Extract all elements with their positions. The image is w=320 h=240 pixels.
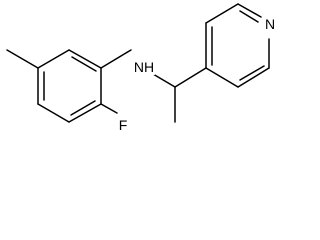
bond-nh-to-ch bbox=[152, 73, 176, 88]
atom-label-pyridine-n: N bbox=[263, 16, 277, 32]
bond-ring-a-double-2 bbox=[70, 100, 96, 116]
bond-ring-b-double-2 bbox=[239, 65, 265, 81]
bond-lines bbox=[6, 3, 270, 123]
bond-ring-to-nh bbox=[100, 49, 132, 69]
bond-ring-b-5 bbox=[205, 3, 239, 24]
molecule-structure: NH N F bbox=[6, 3, 277, 133]
bond-fluorine bbox=[100, 103, 118, 114]
atom-label-fluorine: F bbox=[117, 117, 129, 133]
atom-label-nh: NH bbox=[132, 59, 156, 75]
bond-ring-a-6 bbox=[37, 49, 70, 69]
bond-ch-to-pyridine bbox=[174, 67, 207, 88]
bond-ring-a-4 bbox=[37, 103, 70, 123]
bond-ring-b-2 bbox=[237, 67, 270, 88]
bond-ring-a-double-1 bbox=[71, 56, 97, 72]
bond-ring-b-1 bbox=[205, 67, 239, 88]
bond-ring-b-4 bbox=[237, 3, 262, 18]
bond-ring-a-1 bbox=[68, 49, 102, 69]
bond-ring-b-double-3 bbox=[239, 10, 259, 23]
bond-methyl bbox=[6, 49, 39, 69]
bond-ring-a-3 bbox=[68, 103, 102, 123]
